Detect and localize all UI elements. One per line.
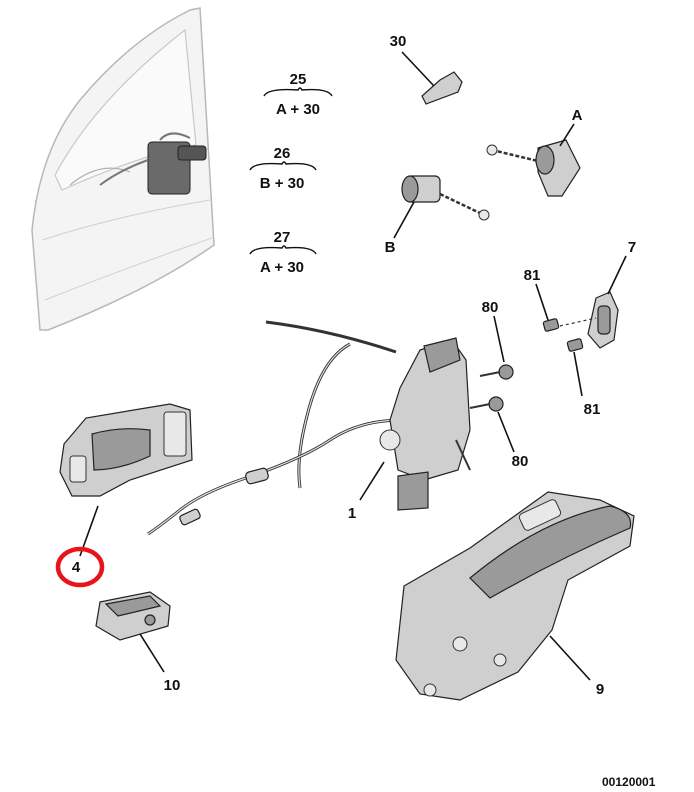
svg-text:80: 80 [482,299,499,316]
svg-text:00120001: 00120001 [602,775,656,789]
svg-text:30: 30 [390,33,407,50]
part-A-lock-cylinder: A [486,107,583,197]
svg-text:B: B [385,239,396,256]
svg-text:A: A [572,107,583,124]
svg-text:1: 1 [348,505,356,522]
brace-label-26: 26 B + 30 [249,145,317,192]
svg-text:A + 30: A + 30 [260,259,304,276]
svg-text:7: 7 [628,239,636,256]
highlight-circle [55,546,105,588]
part-30-key-blade: 30 [390,33,463,105]
reference-code: 00120001 [602,775,656,789]
part-9-exterior-handle-carrier: 9 [395,491,635,701]
svg-text:27: 27 [274,229,291,246]
svg-text:10: 10 [164,677,181,694]
brace-label-27: 27 A + 30 [249,229,317,276]
svg-text:A + 30: A + 30 [276,101,320,118]
svg-text:4: 4 [72,559,81,576]
door-latch-thumbnail [99,132,207,195]
svg-text:26: 26 [274,145,291,162]
svg-text:81: 81 [524,267,541,284]
svg-text:9: 9 [596,681,604,698]
car-door-illustration [31,7,215,331]
part-B-lock-cylinder: B [385,175,490,256]
part-1-door-lock-assembly: 1 [147,320,471,536]
part-10-control-module: 10 [95,591,181,694]
svg-text:80: 80 [512,453,529,470]
svg-text:25: 25 [290,71,307,88]
part-81-screws: 81 81 [524,267,601,418]
svg-text:B + 30: B + 30 [260,175,305,192]
brace-label-25: 25 A + 30 [263,71,333,118]
part-80-bolts: 80 80 [469,299,529,470]
part-7-striker: 7 [559,239,636,349]
part-4-inner-handle-bracket: 4 [55,403,193,588]
svg-text:81: 81 [584,401,601,418]
